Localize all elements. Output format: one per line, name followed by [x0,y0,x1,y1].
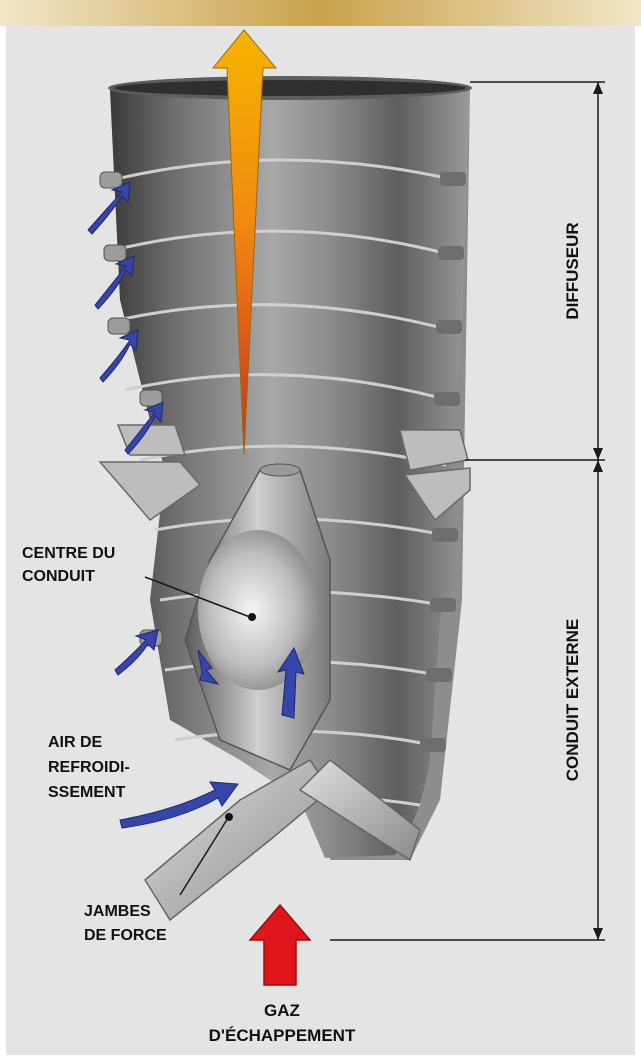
duct-center-label-line1: CENTRE DU [22,545,115,562]
nozzle-1 [100,172,122,188]
flange-7 [426,668,452,682]
struts-label-line1: JAMBES [84,903,151,920]
diffuser-label: DIFFUSEUR [563,222,582,319]
flange-3 [436,320,462,334]
cone-tip [260,464,300,476]
flange-1 [440,172,466,186]
flange-8 [420,738,446,752]
struts-label-line2: DE FORCE [84,927,167,944]
cooling-air-label-line3: SSEMENT [48,784,126,801]
cooling-air-label-line2: REFROIDI- [48,759,130,776]
flange-5 [432,528,458,542]
cooling-air-label-line1: AIR DE [48,734,103,751]
flange-4 [434,392,460,406]
exhaust-gas-label-line1: GAZ [264,1001,300,1020]
outer-duct-label: CONDUIT EXTERNE [563,619,582,781]
nozzle-2 [104,245,126,261]
top-banner [0,0,641,26]
flange-2 [438,246,464,260]
duct-top-inner [114,80,466,96]
flange-6 [430,598,456,612]
nozzle-3 [108,318,130,334]
duct-center-label-line2: CONDUIT [22,568,95,585]
exhaust-gas-label-line2: D'ÉCHAPPEMENT [209,1026,356,1045]
